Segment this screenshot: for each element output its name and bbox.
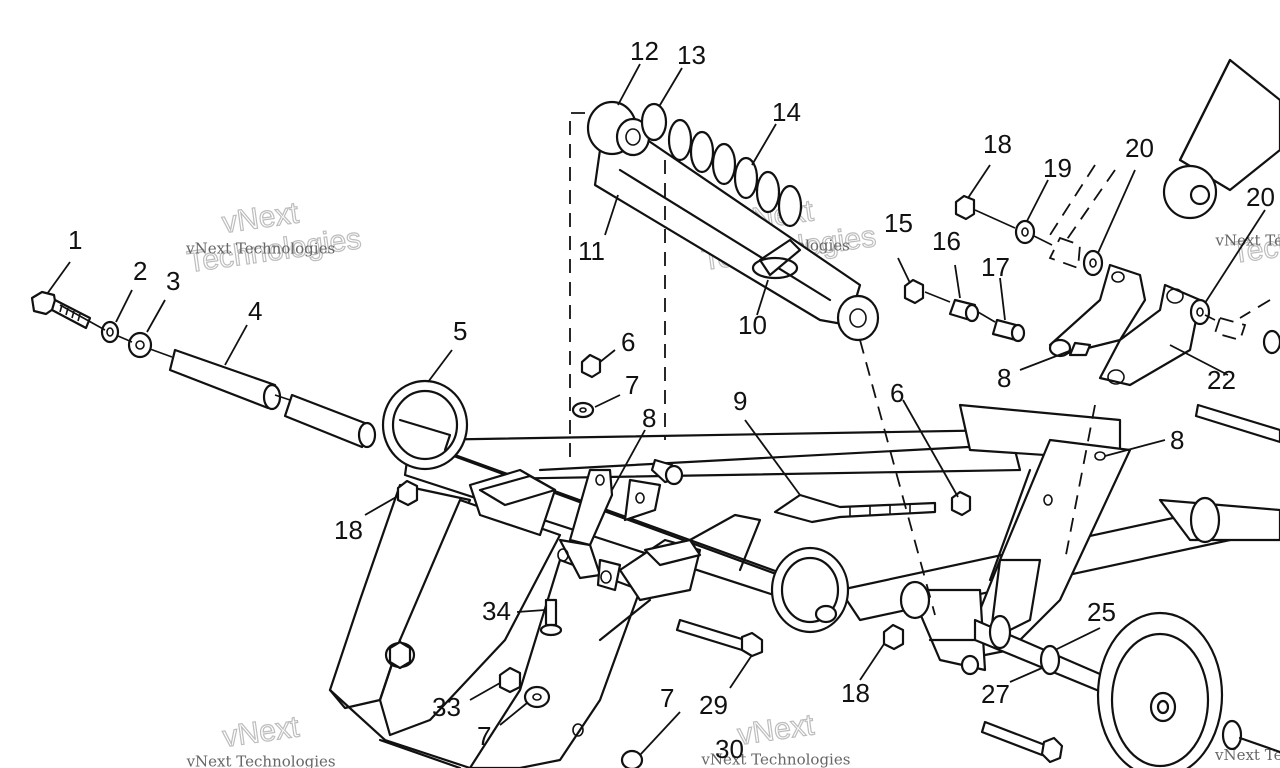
callout-25: 25 xyxy=(1087,597,1116,627)
callout-7: 7 xyxy=(625,370,639,400)
watermark-text: vNext Technologies xyxy=(1214,746,1280,764)
callout-4: 4 xyxy=(248,296,262,326)
callouts: 1 2 3 4 5 6 6 7 7 7 8 8 8 9 10 11 12 13 … xyxy=(68,36,1275,764)
nut-15 xyxy=(903,278,925,305)
tube-cap-left xyxy=(381,379,469,471)
callout-9: 9 xyxy=(733,386,747,416)
callout-20: 20 xyxy=(1246,182,1275,212)
nut-6 xyxy=(580,353,602,379)
callout-3: 3 xyxy=(166,266,180,296)
nut-18 xyxy=(396,479,419,507)
callout-18: 18 xyxy=(334,515,363,545)
callout-34: 34 xyxy=(482,596,511,626)
callout-18: 18 xyxy=(841,678,870,708)
rear-shock xyxy=(1162,58,1280,220)
watermark-text: vNext Technologies xyxy=(186,752,336,768)
watermark-bottom-left: vNext vNext Technologies xyxy=(186,710,336,768)
washer-3 xyxy=(127,331,153,359)
assembly-guide-lines xyxy=(59,112,1271,616)
callout-8: 8 xyxy=(642,403,656,433)
callout-5: 5 xyxy=(453,316,467,346)
callout-13: 13 xyxy=(677,40,706,70)
callout-18: 18 xyxy=(983,129,1012,159)
callout-2: 2 xyxy=(133,256,147,286)
callout-10: 10 xyxy=(738,310,767,340)
callout-33: 33 xyxy=(432,692,461,722)
u-bolt-9 xyxy=(773,493,937,524)
idler-wheel-assembly xyxy=(973,611,1280,768)
callout-6: 6 xyxy=(890,378,904,408)
watermark-text: vNext Technologies xyxy=(700,750,850,768)
threaded-rod xyxy=(1194,403,1280,444)
bolt-1 xyxy=(30,290,92,330)
callout-6: 6 xyxy=(621,327,635,357)
washer-7 xyxy=(571,401,595,419)
watermark-logo-text: vNext xyxy=(735,708,816,751)
watermark-logo-text: vNext xyxy=(221,710,302,753)
bushing-20b xyxy=(1189,298,1211,326)
callout-22: 22 xyxy=(1207,365,1236,395)
callout-15: 15 xyxy=(884,208,913,238)
callout-11: 11 xyxy=(578,236,605,266)
callout-8: 8 xyxy=(997,363,1011,393)
callout-20: 20 xyxy=(1125,133,1154,163)
nut-33 xyxy=(498,666,522,694)
callout-14: 14 xyxy=(772,97,801,127)
washer-7b xyxy=(523,685,551,709)
mounting-bracket-center xyxy=(596,478,762,602)
grease-fitting-8 xyxy=(650,458,684,486)
link-plate xyxy=(1048,263,1202,387)
front-arm-assembly xyxy=(328,483,652,768)
leader-lines xyxy=(46,63,1266,756)
callout-27: 27 xyxy=(981,679,1010,709)
callout-12: 12 xyxy=(630,36,659,66)
callout-16: 16 xyxy=(932,226,961,256)
callout-7: 7 xyxy=(477,721,491,751)
watermark-text: vNext Technologies xyxy=(1215,231,1280,249)
spacer-tube-4 xyxy=(168,348,377,449)
callout-29: 29 xyxy=(699,690,728,720)
watermark-top-left: vNext Technologies vNext Technologies xyxy=(185,196,364,280)
callout-19: 19 xyxy=(1043,153,1072,183)
nut-6b xyxy=(950,490,972,517)
callout-17: 17 xyxy=(981,252,1010,282)
bushing-20 xyxy=(1082,249,1104,277)
front-shock-absorber xyxy=(586,100,880,342)
bolt-29 xyxy=(675,618,764,658)
nut-18c xyxy=(954,194,976,221)
bolt-34 xyxy=(539,598,563,637)
callout-7: 7 xyxy=(660,683,674,713)
watermark-text: vNext Technologies xyxy=(185,239,335,257)
washer-19 xyxy=(1014,219,1036,245)
tube-cap-right xyxy=(770,546,850,634)
washer-2 xyxy=(100,320,120,344)
callout-1: 1 xyxy=(68,225,82,255)
callout-30: 30 xyxy=(715,734,744,764)
bolt-bottom-right xyxy=(980,720,1064,764)
callout-8: 8 xyxy=(1170,425,1184,455)
mounting-bracket-left xyxy=(468,468,614,580)
nut-18b xyxy=(882,623,905,651)
watermark-bottom-right: vNext Technologies xyxy=(1214,746,1280,764)
